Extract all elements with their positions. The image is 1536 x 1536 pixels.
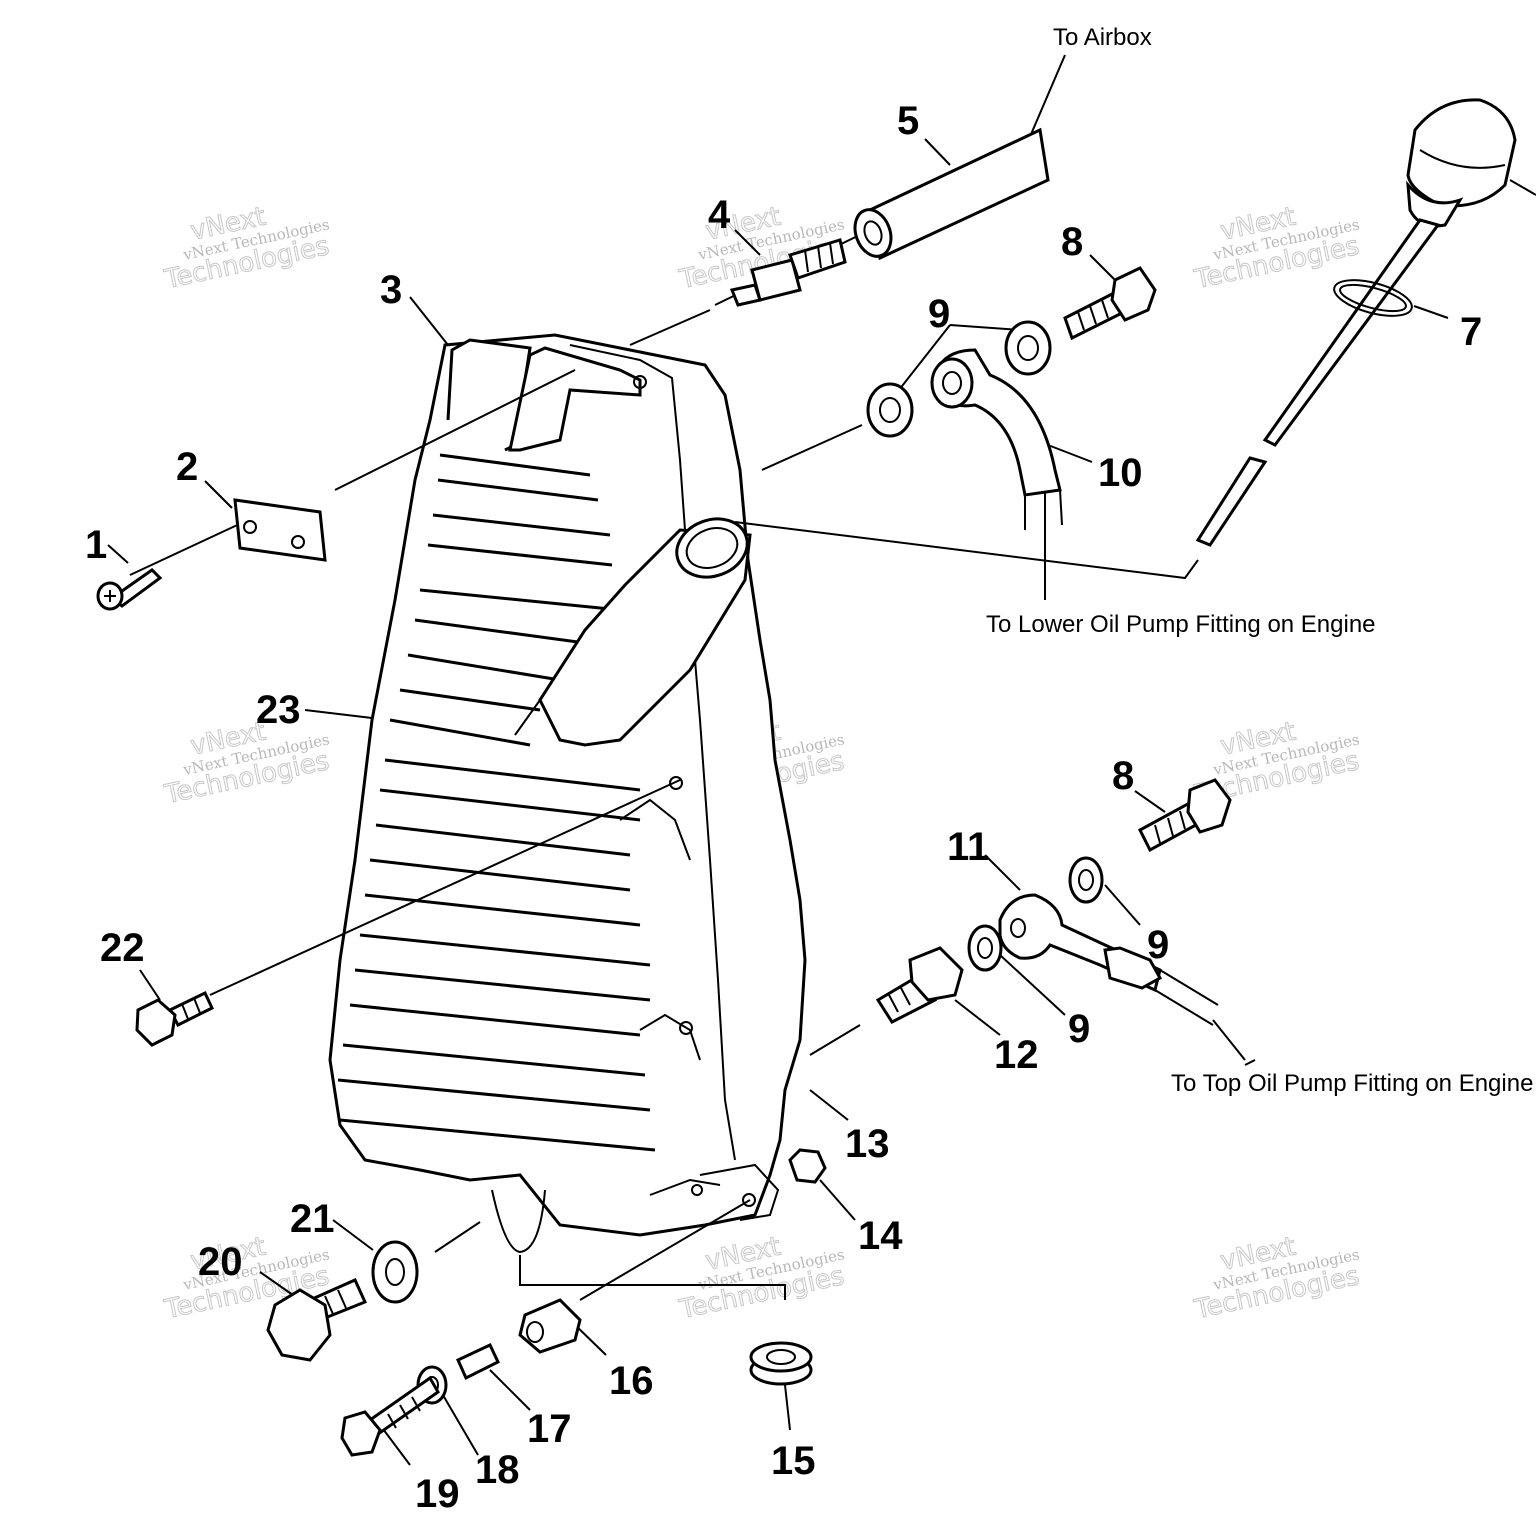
part-label: 2 [176,445,198,489]
watermark: vNext vNext Technologies Technologies [676,1231,848,1326]
part-label: 4 [708,193,731,237]
part-label: 12 [994,1033,1039,1077]
part-label: 21 [290,1197,335,1241]
part-label: 19 [415,1472,460,1516]
part-label: 8 [1112,754,1134,798]
part-label: 5 [897,99,919,143]
part-label: 17 [527,1407,572,1451]
bolt-part-8-lower [1138,778,1232,853]
watermark: vNext vNext Technologies Technologies [1191,201,1363,296]
part-label: 9 [928,292,950,336]
drain-bolt-part-20 [266,1278,368,1362]
part-label: 22 [100,926,145,970]
washer-part-21 [371,1240,419,1304]
watermark: vNext vNext Technologies Technologies [161,201,333,296]
part-label: 13 [845,1122,890,1166]
bracket-part-2 [233,498,327,562]
part-label: 15 [771,1439,816,1483]
part-label: 9 [1068,1007,1090,1051]
fitting-part-4 [729,238,847,307]
part-label: 8 [1061,220,1083,264]
bolt-part-19 [340,1375,440,1457]
oil-tank [328,333,807,1254]
part-label: 23 [256,688,301,732]
part-label: 14 [858,1214,903,1258]
bolt-part-8-upper [1063,266,1157,341]
part-label: 3 [380,268,402,312]
part-labels: 1 2 3 4 5 7 8 9 10 8 11 9 9 12 13 14 15 … [85,99,1482,1516]
spacer-part-16 [518,1298,582,1354]
part-label: 18 [475,1448,520,1492]
leader-lines [107,54,1449,1466]
sleeve-part-17 [456,1343,500,1381]
part-label: 9 [1147,923,1169,967]
nut-part-14 [788,1148,827,1184]
callout-top-oil-pump: To Top Oil Pump Fitting on Engine [1171,1070,1533,1097]
part-label: 7 [1460,310,1482,354]
part-label: 11 [947,825,989,869]
callouts: To Airbox To Lower Oil Pump Fitting on E… [986,24,1533,1097]
part-label: 1 [85,523,107,567]
part-label: 10 [1098,451,1143,495]
watermark: vNext vNext Technologies Technologies [1191,1231,1363,1326]
callout-airbox: To Airbox [1053,24,1152,51]
bolt-part-22 [135,990,214,1047]
banjo-assembly-lower [875,856,1219,1026]
dipstick-part-7 [1195,98,1536,547]
tank-ribs [337,453,656,1152]
grommet-part-15 [749,1341,813,1386]
washers-banjo-upper [866,320,1063,530]
hose-part-5 [853,127,1050,261]
screw-part-1 [96,568,163,611]
part-label: 16 [609,1359,654,1403]
part-label: 20 [198,1240,243,1284]
watermark: vNext vNext Technologies Technologies [161,716,333,811]
callout-lower-oil-pump: To Lower Oil Pump Fitting on Engine [986,611,1376,638]
